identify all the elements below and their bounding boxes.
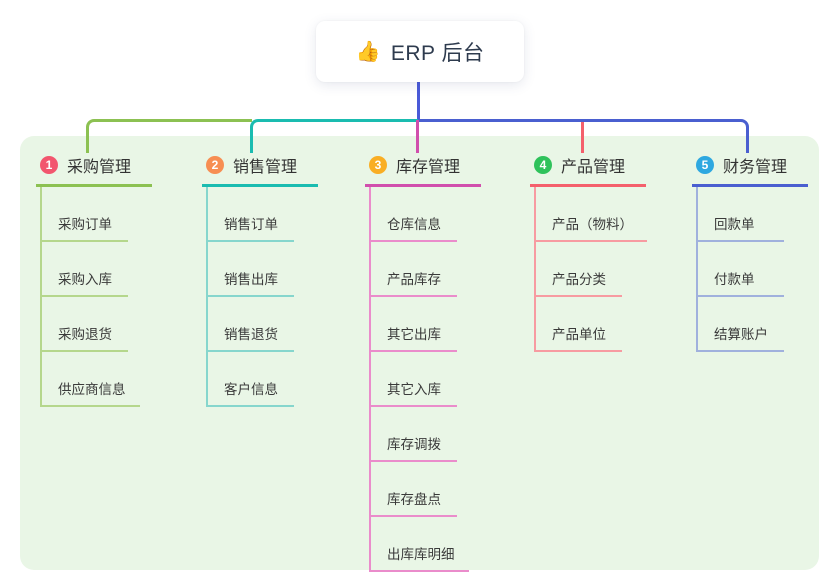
root-node-label: ERP 后台: [390, 41, 485, 65]
branch-number-badge: 3: [369, 156, 387, 174]
child-node[interactable]: 销售订单: [208, 187, 294, 242]
child-node[interactable]: 产品分类: [536, 242, 622, 297]
child-node-label: 供应商信息: [58, 382, 126, 397]
branch-label: 财务管理: [723, 159, 788, 176]
branch-title-node[interactable]: 4 产品管理: [530, 150, 646, 187]
branch-children: 仓库信息 产品库存 其它出库 其它入库 库存调拨 库存盘点 出库库明细: [369, 187, 481, 572]
child-node[interactable]: 其它出库: [371, 297, 457, 352]
branch-title-node[interactable]: 3 库存管理: [365, 150, 481, 187]
child-node-label: 库存盘点: [387, 492, 441, 507]
child-node-label: 结算账户: [714, 327, 768, 342]
child-node[interactable]: 其它入库: [371, 352, 457, 407]
branch-column-1: 1 采购管理 采购订单 采购入库 采购退货 供应商信息: [36, 150, 152, 407]
child-node-label: 客户信息: [224, 382, 278, 397]
branch-column-4: 4 产品管理 产品（物料） 产品分类 产品单位: [530, 150, 647, 352]
branch-number-badge: 1: [40, 156, 58, 174]
child-node-label: 付款单: [714, 272, 755, 287]
child-node[interactable]: 客户信息: [208, 352, 294, 407]
connector-branch-4-drop: [581, 121, 584, 153]
child-node[interactable]: 仓库信息: [371, 187, 457, 242]
child-node-label: 库存调拨: [387, 437, 441, 452]
branch-children: 产品（物料） 产品分类 产品单位: [534, 187, 647, 352]
connector-branch-1-elbow: [86, 119, 252, 153]
child-node[interactable]: 产品库存: [371, 242, 457, 297]
branch-title-node[interactable]: 1 采购管理: [36, 150, 152, 187]
child-node-label: 销售退货: [224, 327, 278, 342]
child-node[interactable]: 销售退货: [208, 297, 294, 352]
branch-number-badge: 5: [696, 156, 714, 174]
branch-children: 回款单 付款单 结算账户: [696, 187, 808, 352]
branch-children: 销售订单 销售出库 销售退货 客户信息: [206, 187, 318, 407]
connector-branch-2-elbow: [250, 119, 418, 153]
child-node-label: 销售出库: [224, 272, 278, 287]
child-node[interactable]: 采购订单: [42, 187, 128, 242]
child-node-label: 回款单: [714, 217, 755, 232]
child-node[interactable]: 库存盘点: [371, 462, 457, 517]
connector-branch-5-elbow: [419, 119, 749, 153]
branch-label: 采购管理: [67, 159, 132, 176]
child-node[interactable]: 出库库明细: [371, 517, 469, 572]
child-node-label: 仓库信息: [387, 217, 441, 232]
branch-number-badge: 4: [534, 156, 552, 174]
child-node-label: 产品分类: [552, 272, 606, 287]
branch-title-node[interactable]: 5 财务管理: [692, 150, 808, 187]
child-node[interactable]: 销售出库: [208, 242, 294, 297]
connector-branch-3-drop: [416, 120, 419, 153]
branch-title-node[interactable]: 2 销售管理: [202, 150, 318, 187]
branch-label: 销售管理: [233, 159, 298, 176]
child-node[interactable]: 供应商信息: [42, 352, 140, 407]
child-node[interactable]: 回款单: [698, 187, 784, 242]
child-node[interactable]: 库存调拨: [371, 407, 457, 462]
branch-column-3: 3 库存管理 仓库信息 产品库存 其它出库 其它入库 库存调拨 库存盘点 出库库…: [365, 150, 481, 572]
child-node[interactable]: 产品（物料）: [536, 187, 647, 242]
thumbs-up-icon: 👍: [355, 41, 381, 63]
child-node-label: 其它出库: [387, 327, 441, 342]
child-node[interactable]: 采购入库: [42, 242, 128, 297]
child-node-label: 采购入库: [58, 272, 112, 287]
child-node-label: 销售订单: [224, 217, 278, 232]
child-node-label: 采购退货: [58, 327, 112, 342]
branch-label: 库存管理: [396, 159, 461, 176]
child-node-label: 其它入库: [387, 382, 441, 397]
connector-root-line: [417, 82, 420, 120]
background-panel: [20, 136, 819, 570]
child-node-label: 采购订单: [58, 217, 112, 232]
child-node[interactable]: 采购退货: [42, 297, 128, 352]
child-node-label: 产品单位: [552, 327, 606, 342]
child-node[interactable]: 付款单: [698, 242, 784, 297]
child-node[interactable]: 产品单位: [536, 297, 622, 352]
branch-children: 采购订单 采购入库 采购退货 供应商信息: [40, 187, 152, 407]
child-node-label: 出库库明细: [387, 547, 455, 562]
child-node-label: 产品库存: [387, 272, 441, 287]
branch-label: 产品管理: [561, 159, 626, 176]
root-node[interactable]: 👍 ERP 后台: [316, 21, 524, 82]
branch-column-5: 5 财务管理 回款单 付款单 结算账户: [692, 150, 808, 352]
branch-column-2: 2 销售管理 销售订单 销售出库 销售退货 客户信息: [202, 150, 318, 407]
child-node-label: 产品（物料）: [552, 217, 633, 232]
child-node[interactable]: 结算账户: [698, 297, 784, 352]
branch-number-badge: 2: [206, 156, 224, 174]
